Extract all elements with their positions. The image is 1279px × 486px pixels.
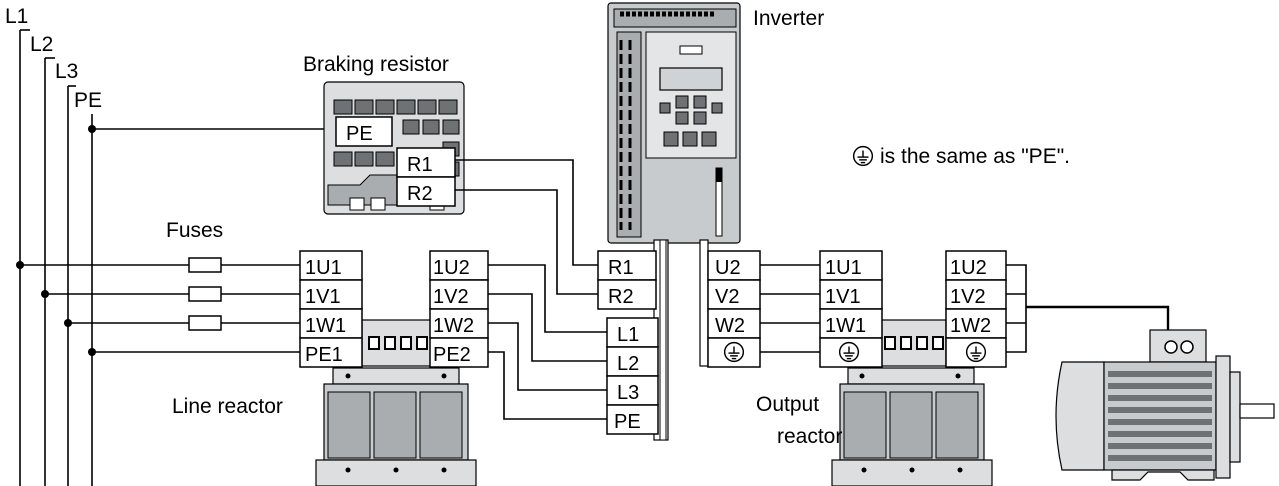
fuse-l1	[188, 257, 222, 273]
output-reactor-terminal-1v1-label: 1V1	[825, 286, 861, 308]
motor	[1055, 329, 1275, 481]
line-reactor-terminal-1w1-label: 1W1	[305, 315, 346, 337]
braking-terminal-pe-label: PE	[346, 123, 373, 145]
output-reactor	[831, 319, 993, 486]
line-reactor-terminal-1w2	[429, 308, 489, 339]
output-reactor-terminal-1u2-label: 1U2	[950, 257, 987, 279]
line-reactor-terminal-1u1-label: 1U1	[305, 257, 342, 279]
wire-r1	[455, 159, 598, 266]
inverter-terminal-u2-label: U2	[715, 257, 741, 279]
inverter-terminal-r1-label: R1	[608, 257, 634, 279]
fuse-l2	[188, 286, 222, 302]
line-reactor-terminal-pe2-label: PE2	[433, 344, 471, 366]
inverter-terminal-pe-label: PE	[614, 411, 641, 433]
bus-label-l3: L3	[55, 60, 78, 83]
line-reactor-terminal-1v1	[299, 279, 363, 310]
line-reactor-terminal-pe1	[299, 337, 363, 368]
braking-terminal-r2	[396, 176, 456, 207]
output-reactor-terminal-1w1	[819, 308, 883, 339]
inverter-terminal-w2-label: W2	[715, 315, 745, 337]
output-reactor-terminal-1w2-label: 1W2	[950, 315, 991, 337]
output-reactor-terminal-1v2-label: 1V2	[950, 286, 986, 308]
bus-label-pe: PE	[74, 89, 102, 112]
bus-label-l1: L1	[5, 5, 28, 28]
line-reactor-terminal-1w2-label: 1W2	[433, 315, 474, 337]
line-reactor-terminal-pe1-label: PE1	[305, 344, 343, 366]
inverter-terminal-r2	[597, 279, 657, 310]
line-reactor-terminal-1u1	[299, 250, 363, 281]
inverter-terminal-l1	[606, 317, 659, 348]
braking-terminal-pe	[335, 116, 393, 147]
wire-to-motor	[1026, 305, 1170, 330]
inverter-terminal-r2-label: R2	[608, 286, 634, 308]
braking-terminal-r1-label: R1	[407, 154, 433, 176]
braking-resistor-label: Braking resistor	[303, 53, 449, 76]
inverter-terminal-l3-label: L3	[617, 382, 639, 404]
braking-terminal-r1	[396, 147, 456, 178]
inverter	[607, 2, 741, 441]
inverter-terminal-v2-label: V2	[715, 286, 739, 308]
inverter-terminal-l2-label: L2	[617, 353, 639, 375]
braking-terminal-r2-label: R2	[407, 183, 433, 205]
line-reactor-terminal-1u2-label: 1U2	[433, 257, 470, 279]
line-reactor-terminal-1v2-label: 1V2	[433, 286, 469, 308]
fuse-l3	[188, 315, 222, 331]
line-reactor-terminal-1v2	[429, 279, 489, 310]
ground-icon	[852, 145, 874, 167]
inverter-label: Inverter	[753, 7, 824, 30]
wire-1w2-l3	[488, 322, 607, 391]
wire-1u2-l1	[488, 264, 607, 333]
line-reactor	[315, 319, 477, 486]
wire-output-bundle	[1006, 264, 1027, 353]
inverter-terminal-pe	[606, 404, 659, 435]
line-reactor-terminal-1u2	[429, 250, 489, 281]
output-reactor-terminal-1w1-label: 1W1	[825, 315, 866, 337]
bus-label-l2: L2	[30, 33, 53, 56]
wire-1v2-l2	[488, 293, 607, 362]
line-reactor-terminal-1v1-label: 1V1	[305, 286, 341, 308]
output-reactor-label-line2: reactor	[777, 425, 842, 448]
output-reactor-terminal-1v2	[945, 279, 1007, 310]
output-reactor-terminal-1u1-label: 1U1	[825, 257, 862, 279]
output-reactor-label-line1: Output	[756, 393, 819, 416]
wire-pe2-pe	[488, 351, 607, 420]
wire-r2	[455, 189, 598, 295]
ground-note: is the same as "PE".	[880, 145, 1070, 168]
inverter-terminal-l3	[606, 375, 659, 406]
fuses-label: Fuses	[166, 219, 223, 242]
inverter-terminal-l1-label: L1	[617, 324, 639, 346]
line-reactor-label: Line reactor	[172, 395, 283, 418]
